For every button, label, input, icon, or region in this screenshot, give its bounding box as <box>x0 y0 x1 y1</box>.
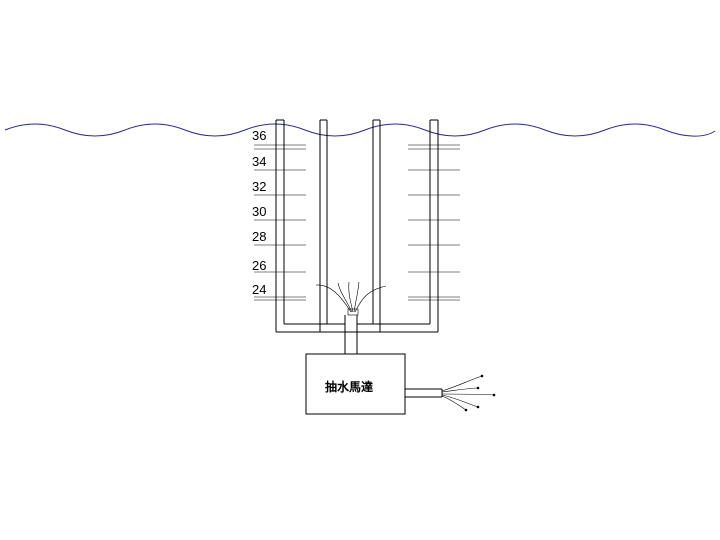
depth-labels: 36 34 32 30 28 26 24 <box>252 128 266 297</box>
depth-label-24: 24 <box>252 282 266 297</box>
pump-motor-box <box>305 353 406 415</box>
pump-motor-label: 抽水馬達 <box>325 379 373 394</box>
depth-label-30: 30 <box>252 204 266 219</box>
depth-label-26: 26 <box>252 258 266 273</box>
depth-label-34: 34 <box>252 154 266 169</box>
depth-label-28: 28 <box>252 229 266 244</box>
depth-label-32: 32 <box>252 179 266 194</box>
intake-filaments <box>315 281 387 316</box>
left-depth-ticks <box>254 144 306 301</box>
left-outer-wall <box>275 119 285 332</box>
right-outer-wall <box>429 119 439 332</box>
left-inner-pipe <box>319 119 328 332</box>
output-wires <box>441 374 496 412</box>
riser-pipe <box>344 315 358 354</box>
output-cable <box>405 388 443 398</box>
water-surface-line <box>4 123 716 137</box>
depth-label-36: 36 <box>252 128 266 143</box>
right-inner-pipe <box>372 119 381 332</box>
right-depth-ticks <box>408 144 460 301</box>
